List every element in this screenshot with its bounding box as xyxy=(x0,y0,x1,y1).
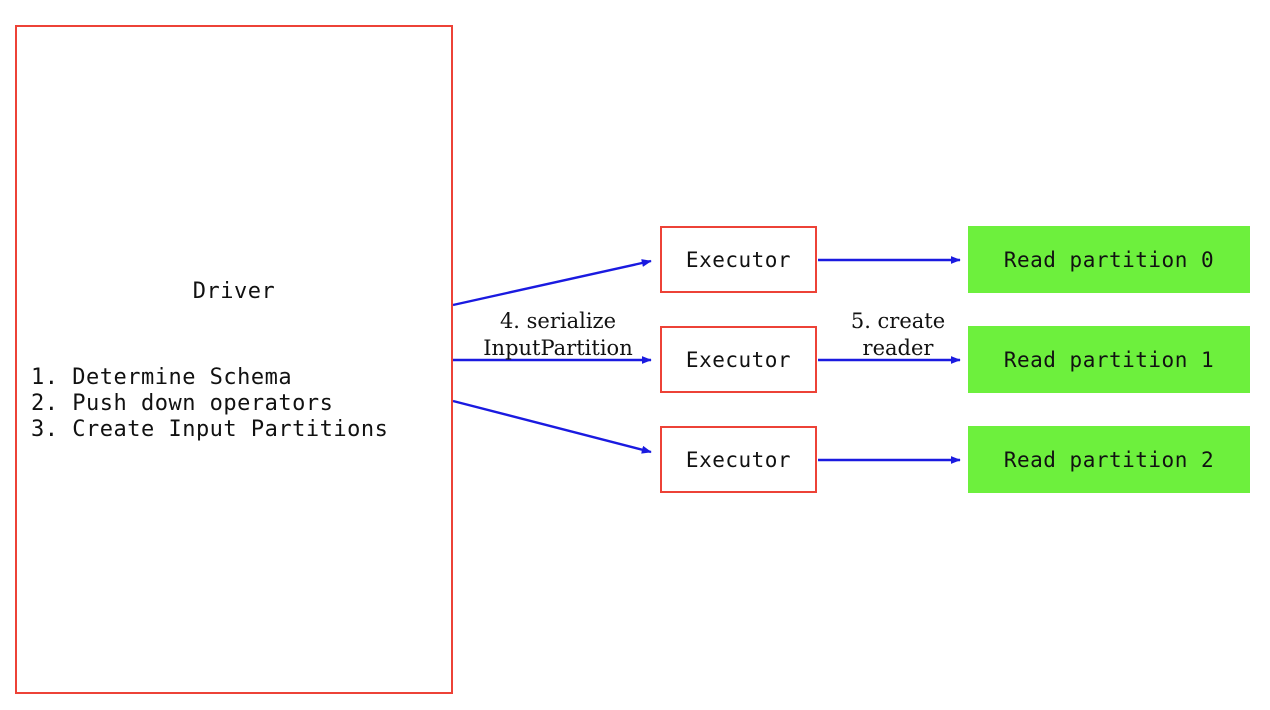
edge-label-create-reader-line1: 5. create xyxy=(850,309,946,333)
driver-steps-list: 1. Determine Schema 2. Push down operato… xyxy=(31,365,389,442)
read-partition-label-2: Read partition 2 xyxy=(1003,447,1215,472)
read-partition-box-2: Read partition 2 xyxy=(968,426,1250,493)
edge-label-serialize-line1: 4. serialize xyxy=(499,309,617,333)
executor-label-3: Executor xyxy=(685,447,792,472)
edge-label-create-reader: 5. create reader xyxy=(833,308,963,362)
arrow-driver-to-executor-1 xyxy=(452,259,652,307)
executor-label-2: Executor xyxy=(685,347,792,372)
read-partition-box-0: Read partition 0 xyxy=(968,226,1250,293)
edge-label-serialize-line2: InputPartition xyxy=(483,336,633,360)
driver-title: Driver xyxy=(192,279,276,304)
executor-box-2: Executor xyxy=(660,326,817,393)
arrow-driver-to-executor-3 xyxy=(452,399,652,454)
read-partition-label-0: Read partition 0 xyxy=(1003,247,1215,272)
read-partition-box-1: Read partition 1 xyxy=(968,326,1250,393)
edge-label-serialize: 4. serialize InputPartition xyxy=(463,308,653,362)
read-partition-label-1: Read partition 1 xyxy=(1003,347,1215,372)
executor-box-1: Executor xyxy=(660,226,817,293)
executor-box-3: Executor xyxy=(660,426,817,493)
executor-label-1: Executor xyxy=(685,247,792,272)
driver-box: Driver 1. Determine Schema 2. Push down … xyxy=(15,25,453,694)
edge-label-create-reader-line2: reader xyxy=(862,336,934,360)
